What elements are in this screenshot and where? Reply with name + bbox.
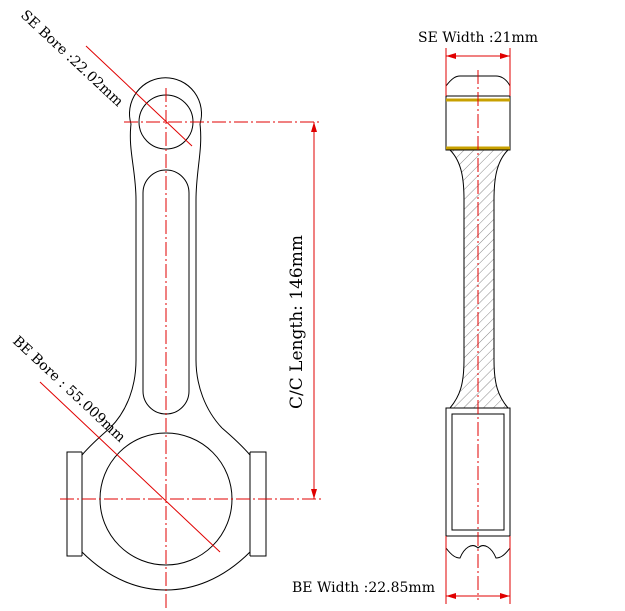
be-width-arrow-right (500, 593, 510, 599)
se-width-arrow-right (500, 53, 510, 59)
beam-right-edge (195, 123, 223, 429)
se-width-label: SE Width :21mm (418, 30, 538, 46)
front-view-dimensions (39, 45, 322, 610)
be-width-label: BE Width :22.85mm (292, 580, 435, 596)
cc-length-label: C/C Length: 146mm (287, 235, 307, 409)
small-end-outline (129, 77, 202, 125)
right-bolt-boss (250, 451, 267, 557)
se-bore-leader (85, 45, 193, 147)
cc-arrow-bottom (311, 489, 317, 499)
big-end-bottom-profile (445, 535, 511, 559)
se-width-arrow-left (446, 53, 456, 59)
be-width-arrow-left (446, 593, 456, 599)
be-bore-label: BE Bore : 55.009mm (9, 333, 128, 446)
side-view-dimensions (445, 48, 511, 604)
beam-left-edge (109, 123, 137, 429)
be-bore-leader (39, 381, 221, 553)
cc-arrow-top (311, 122, 317, 132)
se-bore-label: SE Bore :22.02mm (17, 7, 126, 110)
left-bolt-boss (66, 451, 82, 557)
small-end-top-chamfer (445, 75, 511, 97)
beam-section-hatch (448, 149, 510, 409)
